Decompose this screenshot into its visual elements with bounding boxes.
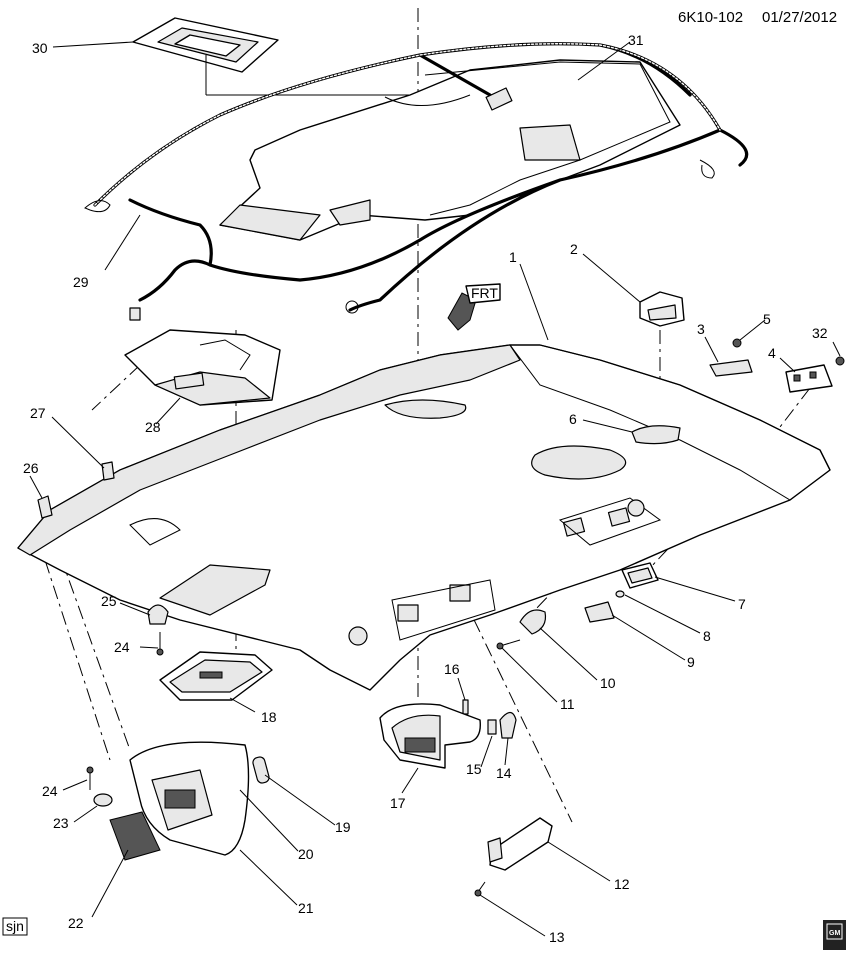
callout-26: 26 (23, 460, 39, 476)
callout-17: 17 (390, 795, 406, 811)
callout-16: 16 (444, 661, 460, 677)
sjn-badge-text: sjn (6, 918, 24, 934)
callout-32: 32 (812, 325, 828, 341)
callout-24-upper: 24 (114, 639, 130, 655)
part-16-pin (462, 699, 469, 715)
callout-1: 1 (509, 249, 517, 265)
callout-9: 9 (687, 654, 695, 670)
callout-30: 30 (32, 40, 48, 56)
part-30-frame (132, 17, 418, 96)
callout-31: 31 (628, 32, 644, 48)
part-13-screw (474, 881, 486, 897)
callout-28: 28 (145, 419, 161, 435)
callout-labels: 1 2 3 4 5 6 7 8 9 10 11 12 13 14 15 16 1… (23, 32, 828, 945)
callout-20: 20 (298, 846, 314, 862)
part-9-lens (584, 601, 615, 623)
part-31-roof-panel (219, 59, 681, 241)
callout-8: 8 (703, 628, 711, 644)
callout-12: 12 (614, 876, 630, 892)
callout-21: 21 (298, 900, 314, 916)
callout-18: 18 (261, 709, 277, 725)
part-23-cap (93, 793, 113, 807)
callout-5: 5 (763, 311, 771, 327)
callout-4: 4 (768, 345, 776, 361)
part-2-grab-handle (639, 291, 685, 327)
part-24-screw-lower (86, 766, 94, 790)
callout-19: 19 (335, 819, 351, 835)
front-arrow: FRT (447, 283, 501, 331)
callout-10: 10 (600, 675, 616, 691)
gm-logo: GM (823, 920, 846, 950)
guide-line-21 (59, 554, 131, 751)
part-18-overhead-console (159, 651, 273, 701)
part-21-sunvisor (129, 741, 250, 856)
guide-line-27 (91, 364, 141, 411)
part-5-screw (732, 338, 742, 348)
part-15-clip (487, 719, 497, 735)
gm-logo-text: GM (829, 930, 840, 937)
callout-24-lower: 24 (42, 783, 58, 799)
callout-15: 15 (466, 761, 482, 777)
diagram-id: 6K10-102 (678, 9, 743, 26)
callout-3: 3 (697, 321, 705, 337)
part-3-clip (709, 359, 753, 377)
callout-13: 13 (549, 929, 565, 945)
part-12-handle (487, 817, 553, 871)
part-11-screw (496, 639, 521, 650)
part-27-clip (101, 461, 115, 481)
callout-14: 14 (496, 765, 512, 781)
part-26-clip (37, 495, 53, 519)
callout-6: 6 (569, 411, 577, 427)
part-19-mirror-cover (252, 756, 270, 784)
part-24-screw-upper (156, 632, 164, 656)
part-14-cap (499, 711, 517, 739)
guide-line-22 (44, 559, 111, 761)
part-32-screw (835, 356, 845, 366)
part-29-wire-harness (84, 42, 749, 321)
diagram-date: 01/27/2012 (762, 9, 837, 26)
leader-lines (29, 41, 841, 937)
part-4-bracket (785, 364, 833, 393)
part-28-console (124, 329, 281, 406)
callout-23: 23 (53, 815, 69, 831)
front-arrow-label: FRT (471, 285, 498, 301)
guide-line-12 (461, 594, 573, 823)
callout-11: 11 (560, 696, 575, 712)
part-6-retainer (631, 425, 681, 445)
callout-29: 29 (73, 274, 89, 290)
part-10-coat-hook (519, 609, 547, 635)
part-25-retainer (147, 604, 169, 625)
part-22-warning-label (109, 811, 161, 861)
callout-7: 7 (738, 596, 746, 612)
callout-2: 2 (570, 241, 578, 257)
part-17-console (379, 703, 481, 769)
part-7-lamp (621, 562, 659, 589)
callout-27: 27 (30, 405, 46, 421)
callout-25: 25 (101, 593, 117, 609)
sjn-badge: sjn (2, 917, 28, 936)
callout-22: 22 (68, 915, 84, 931)
part-8-bulb (615, 590, 625, 598)
